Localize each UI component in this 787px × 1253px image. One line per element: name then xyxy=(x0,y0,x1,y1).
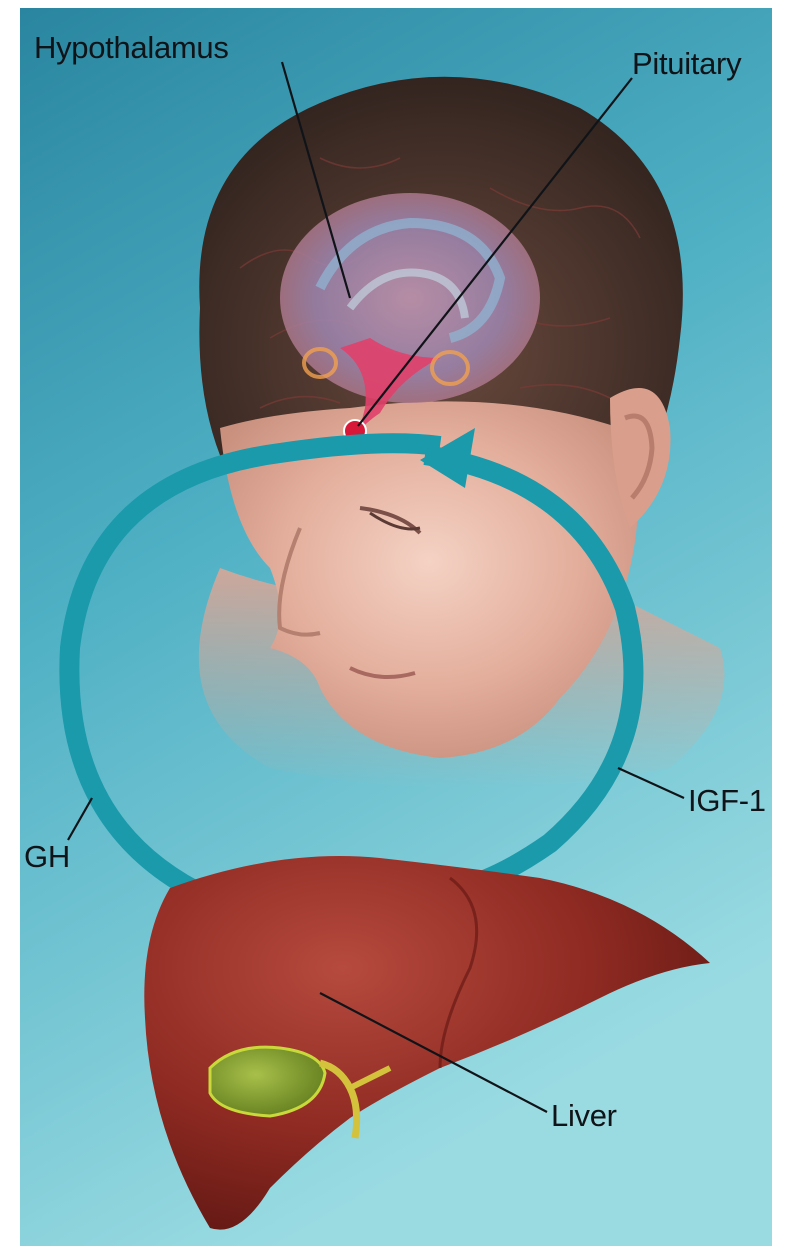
label-liver: Liver xyxy=(551,1100,617,1131)
label-igf1: IGF-1 xyxy=(688,785,766,816)
label-gh: GH xyxy=(24,841,70,872)
label-hypothalamus: Hypothalamus xyxy=(34,32,229,63)
diagram-illustration xyxy=(20,8,772,1246)
diagram-frame: Hypothalamus Pituitary IGF-1 GH Liver xyxy=(20,8,772,1246)
label-pituitary: Pituitary xyxy=(632,48,741,79)
